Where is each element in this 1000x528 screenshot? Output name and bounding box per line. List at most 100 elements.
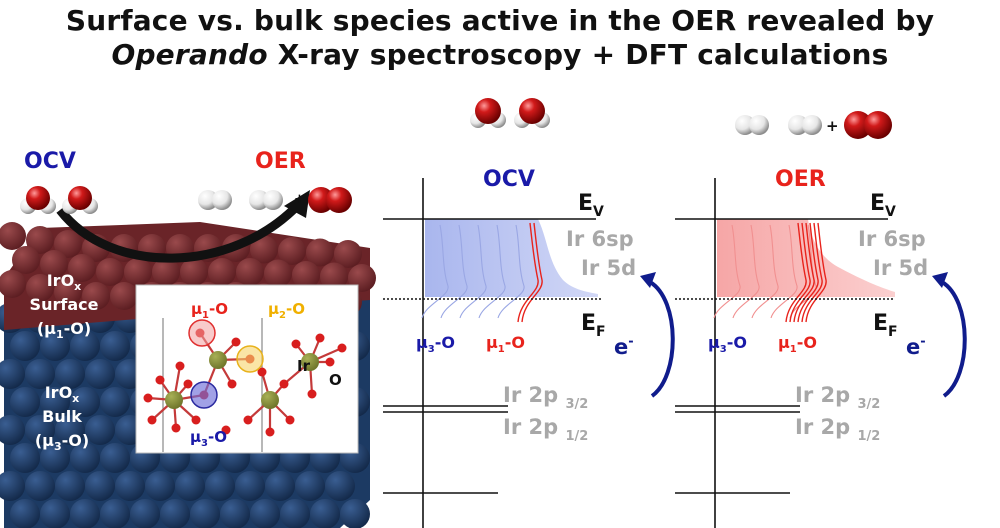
surface-atom — [26, 226, 54, 254]
surface-atom — [180, 258, 208, 286]
inset-mu2-label: μ2-O — [268, 300, 305, 321]
bulk-atom — [40, 499, 70, 528]
mu1-o-spectrum-curve — [785, 222, 807, 323]
inset-mu1-label: μ1-O — [191, 300, 228, 321]
bulk-atom — [130, 499, 160, 528]
bulk-atom — [55, 415, 85, 445]
surface-atom — [334, 240, 362, 268]
surface-atom — [12, 246, 40, 274]
hydrogen-molecule-icon — [198, 190, 232, 210]
hydrogen-molecule-icon — [249, 190, 283, 210]
mu1-o-spectrum-curve — [801, 222, 823, 323]
bulk-atom — [25, 471, 55, 501]
bulk-atom — [340, 499, 370, 528]
oxygen-atom — [257, 367, 267, 377]
electron-transfer-arrow-icon — [940, 280, 967, 398]
surface-atom — [96, 258, 124, 286]
reaction-arrow — [56, 201, 302, 263]
ev-label: EV — [578, 191, 604, 220]
bulk-atom — [220, 499, 250, 528]
spectrum-curve — [751, 224, 779, 319]
ev-label: EV — [870, 191, 896, 220]
reaction-arrow-head-icon — [284, 190, 310, 218]
electron-label: e- — [906, 335, 926, 359]
oxygen-atom — [227, 379, 237, 389]
mu1-o-label: μ1-O — [778, 333, 817, 355]
oxygen-atom — [171, 423, 181, 433]
bulk-atom — [40, 331, 70, 361]
bulk-atom — [10, 443, 40, 473]
bulk-atom — [0, 471, 25, 501]
oxygen-atom — [265, 427, 275, 437]
structure-inset: μ1-O μ2-O μ3-O Ir O — [135, 284, 359, 454]
mu1-o-label: μ1-O — [486, 333, 525, 355]
surface-atom — [264, 259, 292, 288]
left-ocv-label: OCV — [24, 149, 76, 174]
surface-atom — [292, 261, 320, 289]
surface-atom — [54, 230, 82, 258]
hydrogen-molecule-icon — [788, 115, 822, 135]
surface-atom — [40, 250, 68, 278]
oxygen-atom — [143, 393, 153, 403]
bulk-atom — [205, 471, 235, 501]
panel-title: OER — [775, 167, 826, 192]
surface-atom — [236, 258, 264, 286]
mu3-o-label: μ3-O — [416, 333, 455, 355]
bulk-atom — [235, 471, 265, 501]
bulk-atom — [85, 415, 115, 445]
mu1-o-spectrum-curve — [797, 222, 819, 323]
oxygen-atom — [307, 389, 317, 399]
oxygen-atom — [231, 337, 241, 347]
oxygen-atom — [315, 333, 325, 343]
diagram-title-line-1: Surface vs. bulk species active in the O… — [65, 4, 935, 37]
surface-atom — [68, 254, 96, 282]
ir2p12-label: Ir 2p 1/2 — [503, 415, 588, 444]
surface-atom — [152, 258, 180, 286]
title-operando: Operando — [111, 38, 268, 71]
mu3-o-label: μ3-O — [708, 333, 747, 355]
surface-atom — [0, 222, 26, 250]
ef-label: EF — [581, 311, 606, 340]
bulk-atom — [265, 471, 295, 501]
ocv-dos-fill — [425, 219, 598, 297]
surface-atom — [306, 238, 334, 267]
oxygen-atom — [147, 415, 157, 425]
bulk-atom — [100, 499, 130, 528]
mu3-o-highlight-icon — [190, 381, 218, 409]
electron-label: e- — [614, 335, 634, 359]
oxygen-atom — [243, 415, 253, 425]
spectrum-curve — [421, 224, 449, 319]
oxygen-atom — [221, 425, 231, 435]
bulk-atom — [70, 387, 100, 417]
bulk-atom — [25, 359, 55, 389]
spectrum-curve — [770, 224, 798, 319]
bulk-atom — [100, 443, 130, 473]
surface-atom — [250, 235, 278, 264]
spectrum-curve — [713, 224, 741, 319]
hydrogen-molecule-icon — [735, 115, 769, 135]
bulk-label-line3: (μ3-O) — [35, 431, 89, 453]
electron-transfer-arrow-icon — [648, 280, 675, 398]
surface-label-line1: IrOx — [47, 271, 82, 293]
bulk-atom — [100, 331, 130, 361]
spectrum-curve — [478, 224, 506, 319]
bulk-atom — [145, 471, 175, 501]
oxygen-molecule-icon — [308, 187, 352, 213]
iridium-atom — [209, 351, 227, 369]
bulk-atom — [0, 415, 25, 445]
oxygen-atom — [155, 375, 165, 385]
bulk-atom — [280, 499, 310, 528]
top-plus-sign: + — [826, 117, 839, 135]
left-plus-sign: + — [294, 192, 305, 207]
water-molecule-icon — [470, 98, 506, 128]
surface-atom — [0, 270, 26, 298]
mu2-o-highlight-icon — [236, 345, 264, 373]
inset-o-label: O — [329, 371, 342, 389]
oxygen-atom — [279, 379, 289, 389]
bulk-atom — [85, 359, 115, 389]
ef-label: EF — [873, 311, 898, 340]
water-molecule-icon — [62, 186, 98, 214]
ir5d-label: Ir 5d — [873, 256, 928, 280]
oxygen-molecule-icon — [844, 111, 892, 139]
surface-atom — [320, 262, 348, 291]
